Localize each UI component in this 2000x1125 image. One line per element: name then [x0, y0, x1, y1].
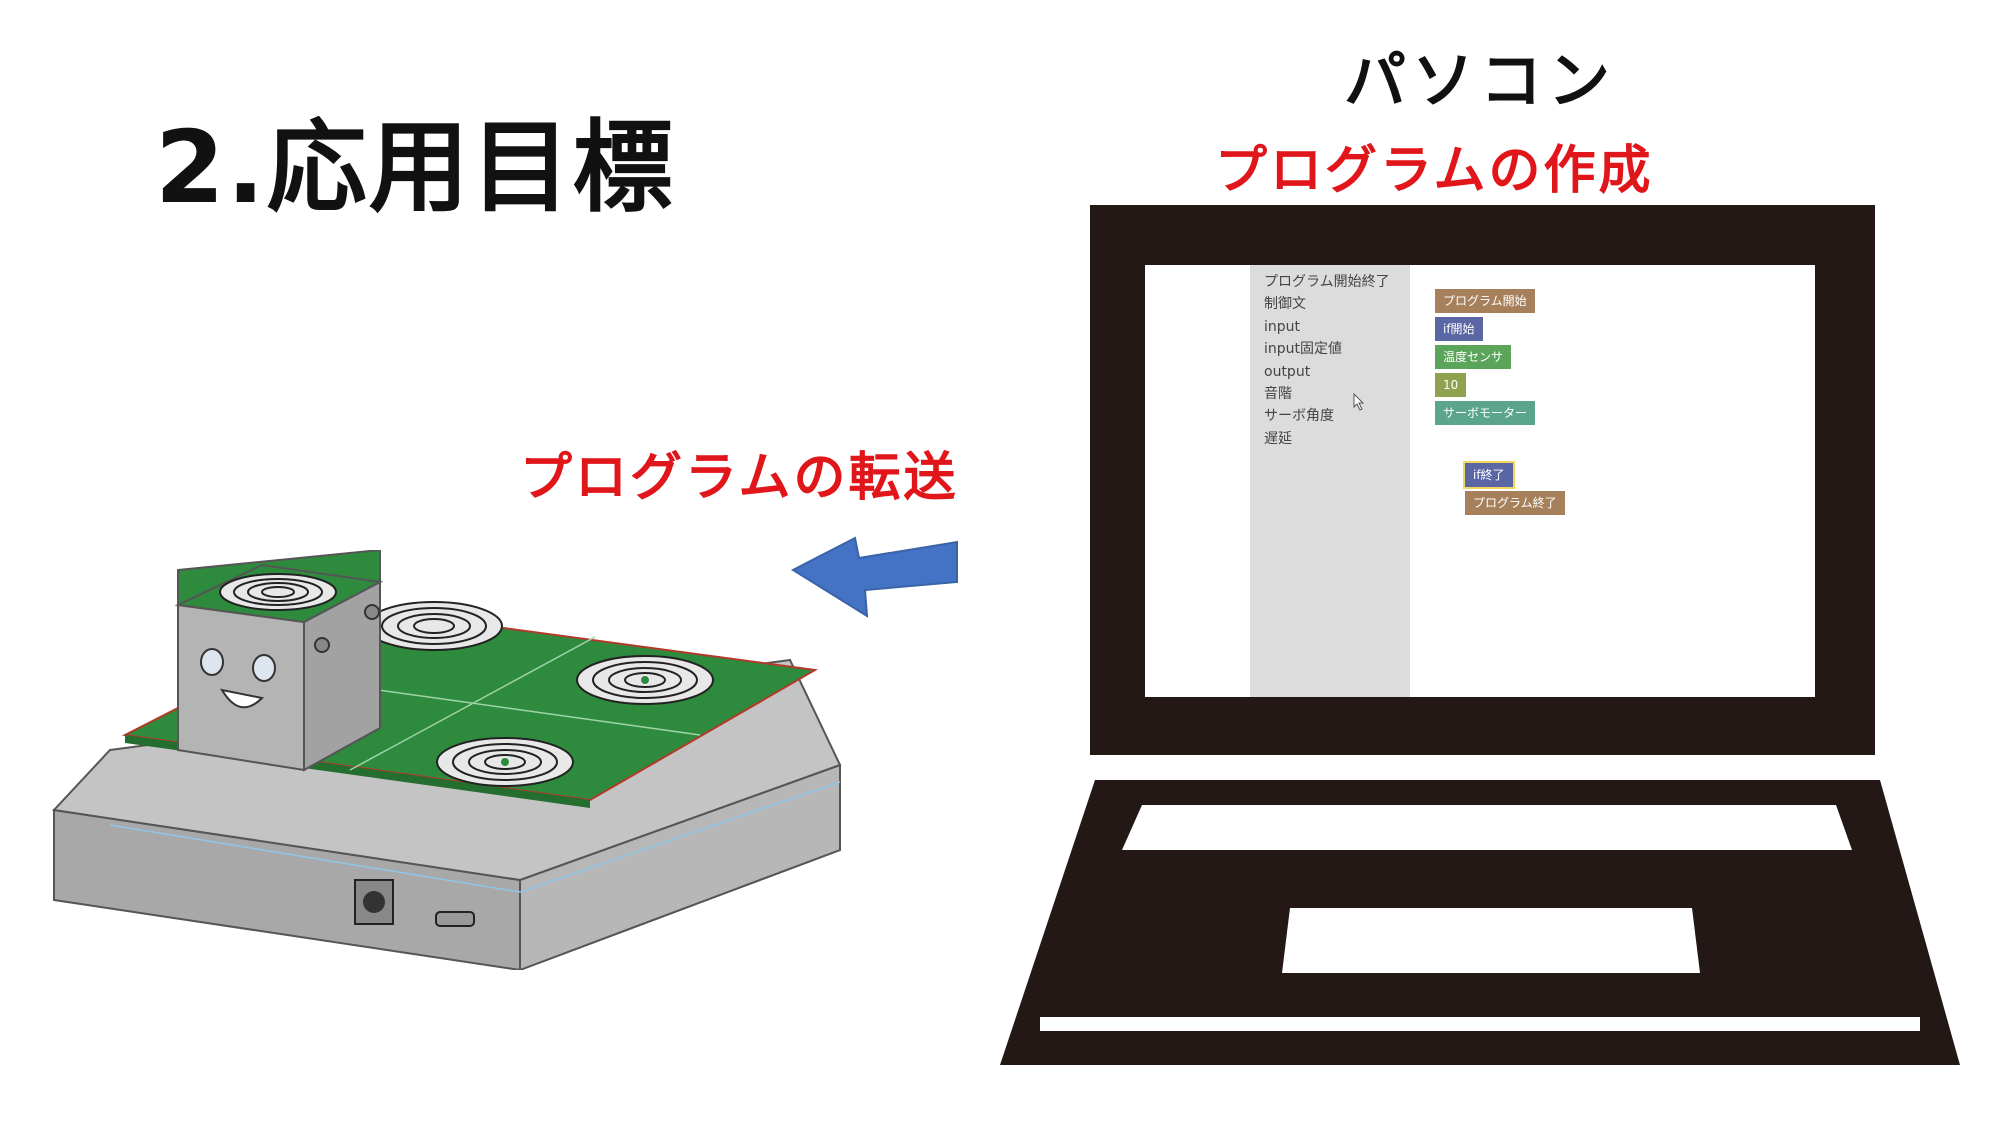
palette-item-scale[interactable]: 音階 — [1264, 385, 1292, 402]
palette-item-servo-angle[interactable]: サーボ角度 — [1264, 408, 1334, 425]
block-temperature-sensor[interactable]: 温度センサ — [1435, 345, 1512, 369]
block-palette: プログラム開始終了 制御文 input input固定値 output 音階 サ… — [1250, 265, 1410, 697]
palette-item-delay[interactable]: 遅延 — [1264, 430, 1292, 447]
mouse-cursor-icon — [1353, 393, 1365, 411]
palette-item-program-start-end[interactable]: プログラム開始終了 — [1264, 274, 1390, 290]
device-illustration — [51, 550, 842, 970]
pc-label: パソコン — [1343, 44, 1616, 117]
transfer-arrow-icon — [790, 536, 958, 618]
palette-item-input[interactable]: input — [1264, 318, 1301, 335]
program-transfer-label: プログラムの転送 — [520, 448, 959, 508]
slide-title: 2.応用目標 — [155, 109, 675, 226]
block-program-end[interactable]: プログラム終了 — [1465, 491, 1565, 515]
program-editor-screen: プログラム開始終了 制御文 input input固定値 output 音階 サ… — [1145, 265, 1815, 697]
palette-item-input-fixed[interactable]: input固定値 — [1264, 341, 1343, 358]
block-program-start[interactable]: プログラム開始 — [1435, 289, 1535, 313]
block-if-end[interactable]: if終了 — [1465, 463, 1513, 487]
block-servo-motor[interactable]: サーボモーター — [1435, 401, 1536, 425]
program-creation-label: プログラムの作成 — [1215, 141, 1654, 201]
palette-item-output[interactable]: output — [1264, 363, 1311, 380]
palette-item-control[interactable]: 制御文 — [1264, 296, 1306, 313]
block-if-start[interactable]: if開始 — [1435, 317, 1483, 341]
block-value-10[interactable]: 10 — [1435, 373, 1467, 397]
